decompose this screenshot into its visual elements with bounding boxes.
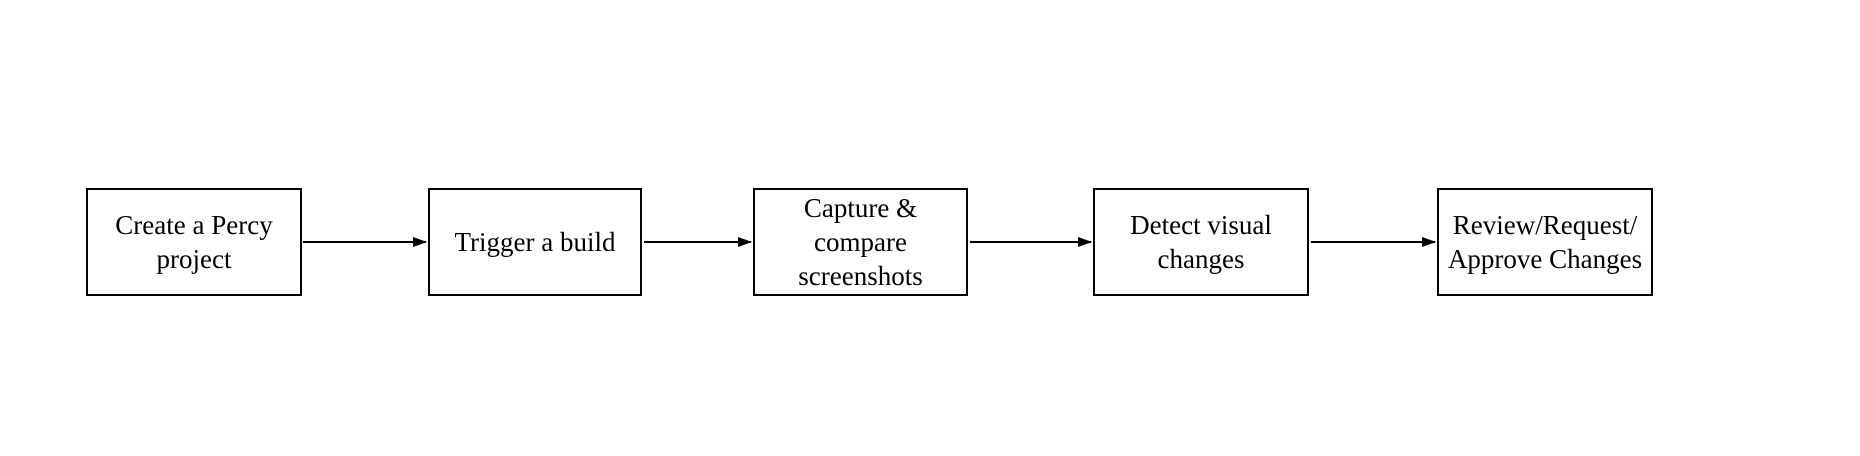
node-trigger-build: Trigger a build [428,188,642,296]
node-label-line: changes [1157,244,1245,274]
node-label-line: Trigger a build [454,227,616,257]
node-label-line: screenshots [798,261,923,291]
node-label-line: Detect visual [1130,210,1272,240]
node-label-line: compare [814,227,907,257]
node-label: Create a Percy project [88,208,300,276]
node-create-percy-project: Create a Percy project [86,188,302,296]
node-label: Detect visual changes [1095,208,1307,276]
node-detect-visual-changes: Detect visual changes [1093,188,1309,296]
node-label-line: Review/Request/ [1452,210,1638,240]
node-review-request-approve: Review/Request/ Approve Changes [1437,188,1653,296]
node-label-line: project [156,244,232,274]
node-label-line: Create a Percy [115,210,273,240]
node-capture-compare-screenshots: Capture & compare screenshots [753,188,968,296]
node-label-line: Capture & [803,193,918,223]
node-label: Capture & compare screenshots [755,191,966,293]
node-label-line: Approve Changes [1447,244,1643,274]
node-label: Review/Request/ Approve Changes [1439,208,1651,276]
node-label: Trigger a build [430,225,640,259]
